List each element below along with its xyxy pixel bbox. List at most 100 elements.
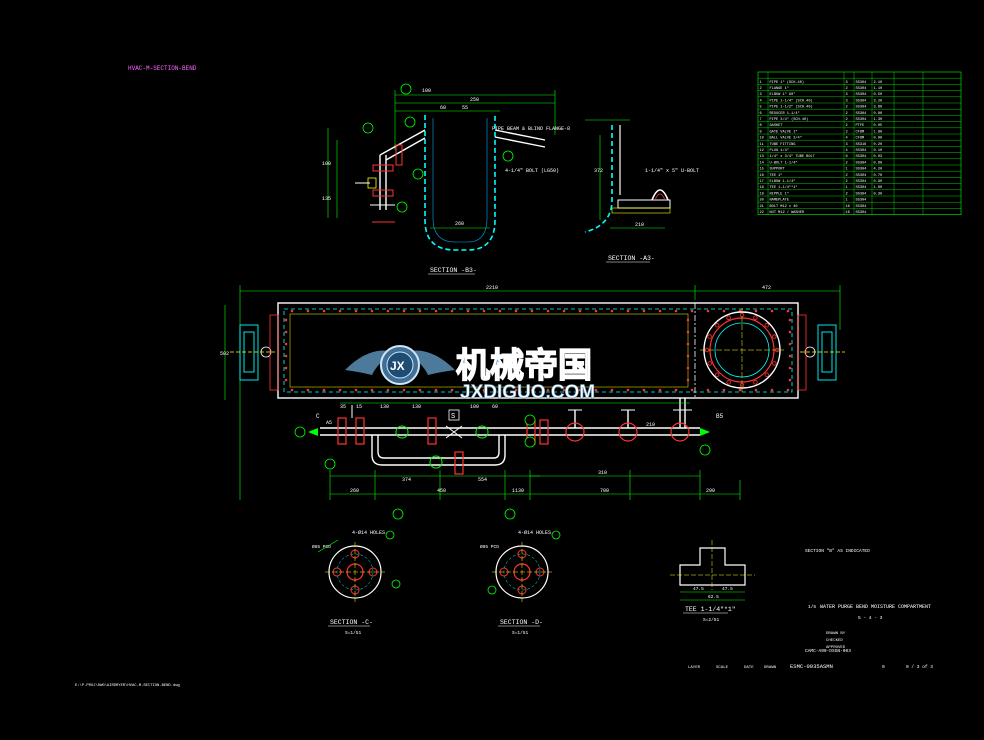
bolt-hole [562, 388, 566, 392]
dim-bottom: 700 [600, 488, 609, 494]
drawing-number-top: HVAC-M-SECTION-BEND [128, 65, 197, 72]
bolt-hole [466, 309, 470, 313]
parts-cell: SUPPORT [770, 168, 786, 172]
main-elevation: 2210 472 502 [220, 285, 845, 520]
flange-bolt [726, 315, 731, 320]
parts-cell: 2 [846, 192, 848, 196]
bolt-hole [546, 309, 550, 313]
bolt-hole [418, 388, 422, 392]
parts-cell: 13 [760, 155, 764, 159]
sheet-ref: 5 - 4 - 3 [858, 615, 883, 621]
parts-cell: SS304 [856, 118, 867, 122]
bolt-hole [786, 388, 790, 392]
parts-cell: 5 [760, 106, 762, 110]
bolt-hole [434, 309, 438, 313]
bolt-hole [306, 388, 310, 392]
scale-label: 1/5 [808, 604, 816, 610]
bolt-hole [594, 388, 598, 392]
bolt-hole [686, 342, 690, 346]
watermark: JX 机械帝国 JXDIGUO.COM [345, 345, 595, 403]
title-note: SECTION "B" AS INDICATED [805, 548, 870, 554]
parts-cell: 1.30 [874, 118, 883, 122]
parts-cell: SS304 [856, 168, 867, 172]
drawn-by: DRAWN BY [826, 632, 846, 636]
c-mark: C [316, 413, 320, 420]
bolt-hole [284, 318, 288, 322]
bolt-hole [562, 309, 566, 313]
parts-cell: 15 [760, 168, 764, 172]
parts-cell: PTFE [856, 124, 865, 128]
flange-bolt [707, 334, 712, 339]
b3-dim: 60 [440, 105, 446, 111]
bolt-hole [284, 354, 288, 358]
dim-bottom: 210 [646, 422, 655, 428]
bolt-hole [686, 366, 690, 370]
bolt-hole [770, 388, 774, 392]
b3-dim: 135 [322, 196, 331, 202]
section-a3: 372 210 1-1/4" x 5" U-BOLT SECTION -A3- [584, 119, 699, 263]
title-row-cell: LAYER [688, 666, 701, 670]
b3-dim: 100 [422, 88, 431, 94]
parts-cell: SS304 [856, 99, 867, 103]
project-title: WATER PURGE BEND MOISTURE COMPARTMENT [820, 604, 931, 610]
title-row-cell: SCALE [716, 666, 729, 670]
parts-cell: 2 [846, 180, 848, 184]
parts-cell: 22 [760, 211, 764, 215]
parts-cell: GASKET [770, 124, 784, 128]
parts-cell: 4 [760, 99, 762, 103]
parts-cell: 14 [760, 161, 764, 165]
watermark-badge: JX [390, 359, 405, 373]
parts-cell: 3 [846, 93, 848, 97]
section-c-title: SECTION -C- [330, 619, 373, 626]
parts-cell: 1.00 [874, 186, 883, 190]
b3-dim: 100 [322, 161, 331, 167]
parts-cell: SS304 [856, 87, 867, 91]
parts-cell: 0.70 [874, 174, 883, 178]
s-marker [448, 409, 460, 421]
bolt-hole [706, 309, 710, 313]
flange-bolt [764, 372, 769, 377]
parts-cell: PIPE 1-1/2" (SCH.40) [770, 105, 813, 110]
parts-cell: 3 [846, 143, 848, 147]
flange-bolt [704, 347, 710, 353]
approved-by: APPROVED [826, 646, 846, 650]
bolt-hole [722, 388, 726, 392]
bolt-hole [722, 309, 726, 313]
parts-cell: 0.05 [874, 124, 883, 128]
flange-bolt [707, 361, 712, 366]
b3-dim: 260 [455, 221, 464, 227]
dim-overall: 2210 [486, 285, 498, 291]
bolt-hole [306, 309, 310, 313]
dim-top-pipe: 15 [356, 404, 362, 410]
flange-bolt [739, 382, 745, 388]
dim-bottom: 450 [437, 488, 446, 494]
drawing-number: ESMC-0035ASMN [790, 663, 833, 670]
parts-cell: 4 [846, 137, 848, 141]
dim-top-pipe: 60 [492, 404, 498, 410]
bolt-hole [284, 378, 288, 382]
checked-by: CHECKED [826, 639, 843, 643]
parts-cell: GATE VALVE 1" [770, 129, 798, 134]
parts-cell: SS316 [856, 143, 867, 147]
section-a3-title: SECTION -A3- [608, 255, 655, 262]
parts-cell: 10 [760, 137, 764, 141]
dim-bottom: 1130 [512, 488, 524, 494]
bolt-hole [788, 330, 792, 334]
a5-mark: A5 [326, 420, 332, 426]
bolt-hole [686, 318, 690, 322]
bolt-hole [386, 388, 390, 392]
tee-dim: 62.5 [708, 594, 719, 600]
flange-bolt [774, 347, 780, 353]
title-row-cell: DATE [744, 666, 754, 670]
title-block: SECTION "B" AS INDICATED WATER PURGE BEN… [688, 548, 933, 670]
bolt-hole [354, 388, 358, 392]
bolt-hole [386, 309, 390, 313]
bolt-hole [786, 309, 790, 313]
bolt-hole [498, 388, 502, 392]
bolt-hole [338, 309, 342, 313]
watermark-en: JXDIGUO.COM [460, 382, 595, 403]
parts-cell: 1/4" x 3/4" TUBE BOLT [770, 154, 816, 159]
parts-cell: 21 [760, 205, 764, 209]
bolt-hole [530, 388, 534, 392]
parts-cell: SS304 [856, 180, 867, 184]
